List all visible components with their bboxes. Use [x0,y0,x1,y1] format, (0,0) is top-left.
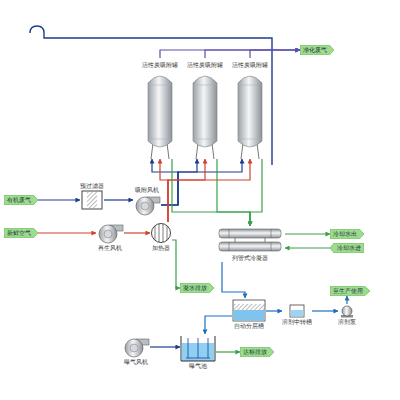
equipment-label: 曝气风机 [124,358,148,366]
fan-symbol [96,222,124,244]
pool-unit: 曝气池 [180,334,216,370]
equipment-label: 加热器 [152,244,170,252]
sep-symbol [232,298,266,322]
stream-label: 达标排放 [243,348,267,356]
equipment-label: 吸附风机 [135,186,159,194]
pipe-connector [217,159,250,226]
fan-symbol [122,336,150,358]
pool-symbol [180,334,216,362]
pipe-connector [172,159,250,226]
equipment-label: 再生风机 [98,244,122,252]
tank-symbol [235,69,265,159]
stream-arrow: 凝水排放 [180,283,214,293]
tank-symbol [145,69,175,159]
stream-label: 新鲜空气 [7,229,31,237]
pipe-connector [38,232,96,233]
tank-unit: 活性炭吸附罐 [140,58,180,159]
stream-label: 至生产使用 [333,287,363,295]
stream-arrow: 至生产使用 [330,286,370,296]
cond-symbol [215,226,285,254]
pump-unit: 溶剂泵 [338,304,356,326]
equipment-label: 溶剂泵 [338,318,356,326]
pipe-connector [205,50,300,58]
tank-unit: 活性炭吸附罐 [230,58,270,159]
pipe-connector [346,296,347,304]
stream-arrow: 冷却水进 [330,243,364,253]
equipment-label: 自动分层槽 [234,322,264,330]
pipe-connector [285,233,330,234]
equipment-label: 活性炭吸附罐 [187,61,223,69]
pipe-connector [285,247,330,248]
pipe-connector [312,310,338,311]
stream-arrow: 有机废气 [4,195,38,205]
stream-label: 冷却水进 [337,244,361,252]
box-symbol [81,190,103,210]
pipe-connector [250,159,262,226]
small-unit: 溶剂中转槽 [282,304,312,326]
stream-label: 凝水排放 [183,284,207,292]
fan-unit: 吸附风机 [133,186,161,216]
stream-arrow: 净化废气 [300,45,334,55]
heater-symbol [150,222,172,244]
pipe-connector [205,316,232,334]
pipe-connector [172,240,180,288]
box-unit: 预过滤器 [80,182,104,210]
equipment-label: 活性炭吸附罐 [232,61,268,69]
fan-unit: 曝气风机 [122,336,150,366]
fan-symbol [133,194,161,216]
pipe-connector [150,346,180,347]
vent-pipe [30,26,272,165]
small-symbol [289,304,305,318]
pipe-connector [161,159,197,205]
equipment-label: 曝气池 [189,362,207,370]
pipe-connector [266,310,282,311]
pipe-connector [216,351,240,352]
equipment-label: 活性炭吸附罐 [142,61,178,69]
pipe-connector [124,232,150,233]
pipe-connector [222,262,245,298]
sep-unit: 自动分层槽 [232,298,266,330]
stream-label: 有机废气 [7,196,31,204]
pipe-connector [161,159,242,205]
pipe-connector [250,50,300,58]
tank-unit: 活性炭吸附罐 [185,58,225,159]
stream-arrow: 新鲜空气 [4,228,38,238]
fan-unit: 再生风机 [96,222,124,252]
pipe-connector [160,159,168,222]
heater-unit: 加热器 [150,222,172,252]
stream-label: 净化废气 [303,46,327,54]
stream-arrow: 冷却水出 [330,229,364,239]
pipe-connector [38,199,80,200]
stream-label: 冷却水出 [333,230,357,238]
tank-symbol [190,69,220,159]
stream-arrow: 达标排放 [240,347,274,357]
pipe-connector [160,50,300,58]
equipment-label: 列管式冷凝器 [232,254,268,262]
pipe-connector [104,199,133,200]
cond-unit: 列管式冷凝器 [215,226,285,262]
equipment-label: 溶剂中转槽 [282,318,312,326]
pump-symbol [339,304,355,318]
equipment-label: 预过滤器 [80,182,104,190]
